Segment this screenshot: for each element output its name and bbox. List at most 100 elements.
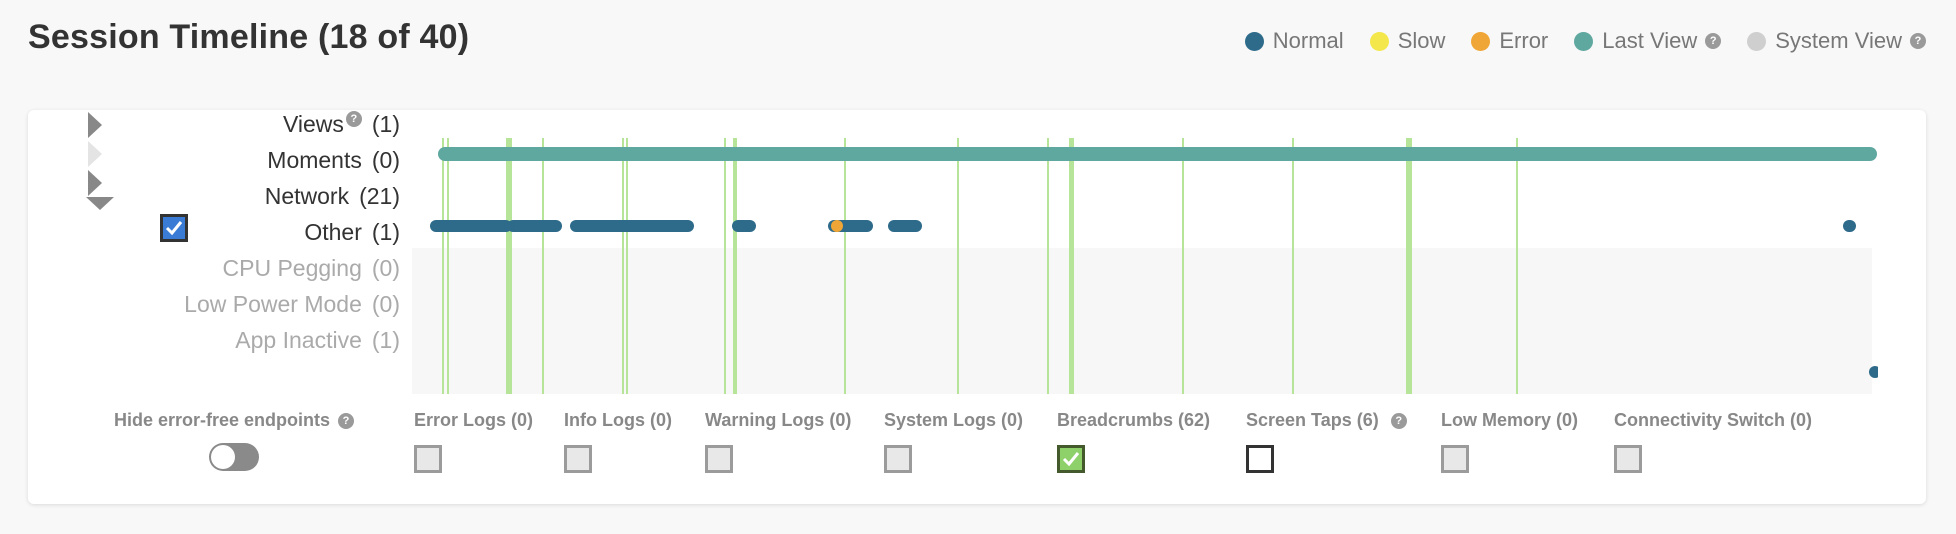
legend-item-slow: Slow xyxy=(1369,28,1446,54)
row-app-inactive: App Inactive (1) xyxy=(28,322,400,358)
legend-dot-slow xyxy=(1369,31,1389,51)
row-cpu-label: CPU Pegging (0) xyxy=(223,250,400,286)
legend-label-system-view: System View xyxy=(1775,28,1902,53)
filter-low-memory-checkbox[interactable] xyxy=(1441,445,1469,473)
breadcrumb-line[interactable] xyxy=(1516,138,1518,394)
check-icon xyxy=(165,221,183,236)
breadcrumb-line[interactable] xyxy=(957,138,959,394)
hide-error-free-label-row: Hide error-free endpoints ? xyxy=(108,410,360,431)
filter-info-logs: Info Logs (0) xyxy=(564,410,672,473)
hide-error-free-block: Hide error-free endpoints ? xyxy=(108,410,360,471)
app-inactive-marker[interactable] xyxy=(1869,366,1878,378)
row-network-name: Network xyxy=(264,183,350,209)
row-moments: Moments (0) xyxy=(28,142,400,178)
row-moments-label: Moments (0) xyxy=(267,142,400,178)
expand-network-icon[interactable] xyxy=(88,170,102,196)
breadcrumb-line[interactable] xyxy=(506,138,512,394)
row-views-name: Views xyxy=(282,111,344,137)
help-icon[interactable]: ? xyxy=(1390,412,1407,429)
hide-error-free-label: Hide error-free endpoints xyxy=(113,410,331,430)
breadcrumb-line[interactable] xyxy=(1182,138,1184,394)
breadcrumb-line[interactable] xyxy=(1406,138,1412,394)
toggle-knob xyxy=(211,445,235,469)
expand-views-icon[interactable] xyxy=(88,112,102,138)
filter-warning-logs-checkbox[interactable] xyxy=(705,445,733,473)
row-moments-name: Moments xyxy=(267,147,362,173)
filter-low-memory-label: Low Memory (0) xyxy=(1441,410,1579,430)
filter-info-logs-label: Info Logs (0) xyxy=(564,410,672,430)
row-other: Other(1) xyxy=(28,214,400,250)
breadcrumb-line[interactable] xyxy=(844,138,846,394)
help-icon[interactable]: ? xyxy=(1910,33,1926,49)
legend-dot-system-view xyxy=(1747,31,1767,51)
check-icon xyxy=(1062,452,1080,467)
legend-item-last-view: Last View ? xyxy=(1574,28,1722,54)
filter-error-logs-checkbox[interactable] xyxy=(414,445,442,473)
legend-dot-error xyxy=(1471,31,1491,51)
row-moments-count: (0) xyxy=(371,147,400,173)
legend-dot-last-view xyxy=(1574,31,1594,51)
legend-item-system-view: System View ? xyxy=(1747,28,1926,54)
collapse-other-icon[interactable] xyxy=(86,197,114,210)
network-error-dot[interactable] xyxy=(831,220,843,232)
filter-error-logs: Error Logs (0) xyxy=(414,410,533,473)
breadcrumb-line[interactable] xyxy=(542,138,544,394)
breadcrumb-line[interactable] xyxy=(622,138,624,394)
row-inactive-name: App Inactive xyxy=(235,327,362,353)
filter-screen-taps-checkbox[interactable] xyxy=(1246,445,1274,473)
row-other-label: Other(1) xyxy=(304,214,400,250)
network-checkbox[interactable] xyxy=(160,214,188,242)
help-icon[interactable]: ? xyxy=(345,111,362,127)
breadcrumb-line[interactable] xyxy=(733,138,737,394)
row-views-count: (1) xyxy=(371,111,400,137)
network-segments xyxy=(430,220,1856,232)
breadcrumb-line[interactable] xyxy=(1069,138,1074,394)
filter-system-logs-checkbox[interactable] xyxy=(884,445,912,473)
legend-label-normal: Normal xyxy=(1272,28,1344,53)
legend-item-normal: Normal xyxy=(1244,28,1344,54)
filter-system-logs-label: System Logs (0) xyxy=(884,410,1024,430)
filter-connectivity-switch-checkbox[interactable] xyxy=(1614,445,1642,473)
filter-connectivity-switch: Connectivity Switch (0) xyxy=(1614,410,1812,473)
breadcrumb-line[interactable] xyxy=(626,138,628,394)
page-title: Session Timeline (18 of 40) xyxy=(28,18,470,56)
row-network-count: (21) xyxy=(359,183,400,209)
breadcrumb-line[interactable] xyxy=(442,138,444,394)
row-cpu-name: CPU Pegging xyxy=(222,255,362,281)
row-inactive-count: (1) xyxy=(371,327,400,353)
breadcrumb-line[interactable] xyxy=(1047,138,1049,394)
breadcrumb-line[interactable] xyxy=(447,138,449,394)
filter-breadcrumbs-checkbox[interactable] xyxy=(1057,445,1085,473)
row-views-label: Views? (1) xyxy=(283,106,400,142)
help-icon[interactable]: ? xyxy=(338,412,355,429)
legend-dot-normal xyxy=(1244,31,1264,51)
expand-moments-icon xyxy=(88,141,102,167)
filter-info-logs-checkbox[interactable] xyxy=(564,445,592,473)
legend-label-slow: Slow xyxy=(1397,28,1446,53)
filter-screen-taps-label: Screen Taps (6) xyxy=(1246,410,1379,430)
filter-warning-logs-label: Warning Logs (0) xyxy=(705,410,852,430)
row-views: Views? (1) xyxy=(28,106,400,142)
row-network: Network (21) xyxy=(28,178,400,214)
row-low-power-mode: Low Power Mode(0) xyxy=(28,286,400,322)
breadcrumb-lines xyxy=(442,138,1518,394)
row-network-label: Network (21) xyxy=(265,178,400,214)
row-cpu-count: (0) xyxy=(371,255,400,281)
legend: Normal Slow Error Last View ? System Vie… xyxy=(1219,22,1926,60)
row-cpu-pegging: CPU Pegging (0) xyxy=(28,250,400,286)
row-inactive-label: App Inactive (1) xyxy=(235,322,400,358)
filter-connectivity-switch-label: Connectivity Switch (0) xyxy=(1614,410,1813,430)
row-lowpower-count: (0) xyxy=(371,291,400,317)
filter-warning-logs: Warning Logs (0) xyxy=(705,410,851,473)
breadcrumb-line[interactable] xyxy=(1292,138,1294,394)
legend-label-last-view: Last View xyxy=(1602,28,1698,53)
filter-system-logs: System Logs (0) xyxy=(884,410,1023,473)
row-other-name: Other xyxy=(304,219,362,245)
filter-bar: Hide error-free endpoints ? Error Logs (… xyxy=(28,410,1926,500)
breadcrumb-line[interactable] xyxy=(724,138,726,394)
hide-error-free-toggle[interactable] xyxy=(209,443,259,471)
legend-label-error: Error xyxy=(1499,28,1549,53)
filter-screen-taps: Screen Taps (6) ? xyxy=(1246,410,1407,473)
other-section-background xyxy=(412,248,1872,394)
help-icon[interactable]: ? xyxy=(1705,33,1722,49)
